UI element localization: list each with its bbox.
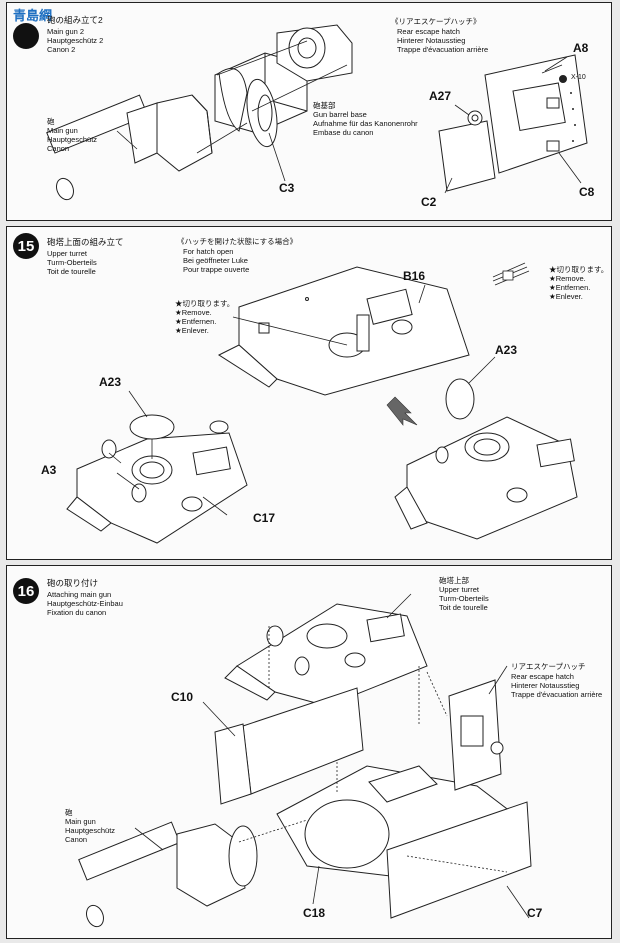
step-16-heading-jp: 砲の取り付け xyxy=(47,578,99,588)
remove-note-2-en: ★Remove. xyxy=(549,274,586,283)
rear-hatch-label-fr: Trappe d'évacuation arrière xyxy=(511,690,603,699)
main-gun-label-jp: 砲 xyxy=(47,117,55,126)
step-14-heading-fr: Canon 2 xyxy=(47,45,76,54)
part-a23-left-label: A23 xyxy=(99,375,122,389)
barrel-base-label-jp: 砲基部 xyxy=(313,101,336,110)
main-gun-label-de: Hauptgeschütz xyxy=(47,135,98,144)
step-16-heading-en: Attaching main gun xyxy=(47,590,112,599)
remove-note-2-jp: ★切り取ります。 xyxy=(549,265,609,274)
rear-plate-c7-shape xyxy=(386,801,532,919)
step-14-heading-en: Main gun 2 xyxy=(47,27,85,36)
part-c3-label: C3 xyxy=(279,181,295,195)
step-15-heading-en: Upper turret xyxy=(47,249,88,258)
remove-note-en: ★Remove. xyxy=(175,308,212,317)
main-gun-label-fr: Canon xyxy=(47,144,70,153)
step-16-heading-fr: Fixation du canon xyxy=(47,608,107,617)
hatch-label-en: Rear escape hatch xyxy=(397,27,460,36)
watermark-logo: 青島網 xyxy=(13,9,53,24)
part-c18-label: C18 xyxy=(303,906,326,920)
part-b16-label: B16 xyxy=(403,269,426,283)
cupola-hatch-shape xyxy=(129,414,175,440)
hatch-label-de: Hinterer Notausstieg xyxy=(397,36,466,45)
remove-note-de: ★Entfernen. xyxy=(175,317,217,326)
gun-mantlet-shape xyxy=(156,94,213,172)
main-gun-barrel-shape xyxy=(78,821,181,881)
remove-note-fr: ★Enlever. xyxy=(175,326,209,335)
step-15-heading-jp: 砲塔上面の組み立て xyxy=(47,237,124,247)
step-15-badge: 15 xyxy=(13,233,39,259)
part-a8-label: A8 xyxy=(573,41,589,55)
hatch-open-label-en: For hatch open xyxy=(183,247,234,256)
hatch-open-label-de: Bei geöffneter Luke xyxy=(183,256,248,265)
rear-hatch-label-jp: リアエスケープハッチ xyxy=(511,662,586,671)
part-c10-label: C10 xyxy=(171,690,194,704)
remove-note-2-de: ★Entfernen. xyxy=(549,283,591,292)
remove-note-jp: ★切り取ります。 xyxy=(175,299,235,308)
hatch-label-jp: 《リアエスケープハッチ》 xyxy=(391,17,481,26)
main-gun-16-label-fr: Canon xyxy=(65,835,88,844)
part-c7-label: C7 xyxy=(527,906,543,920)
part-a3-label: A3 xyxy=(41,463,57,477)
part-x10-label: X-10 xyxy=(571,74,586,81)
step-16-badge: 16 xyxy=(13,578,39,604)
step-16-illustration xyxy=(78,593,532,928)
rear-hatch-label-de: Hinterer Notausstieg xyxy=(511,681,580,690)
hatch-open-label-jp: 《ハッチを開けた状態にする場合》 xyxy=(177,237,298,246)
main-gun-mantlet-shape xyxy=(176,823,246,907)
part-a27-label: A27 xyxy=(429,89,452,103)
step-16-panel: 16 砲の取り付け Attaching main gun Hauptgeschü… xyxy=(6,565,612,939)
upper-turret-label-de: Turm-Oberteils xyxy=(439,594,489,603)
main-gun-16-label-en: Main gun xyxy=(65,817,96,826)
part-c8-label: C8 xyxy=(579,185,595,199)
remove-note-2-fr: ★Enlever. xyxy=(549,292,583,301)
part-c17-label: C17 xyxy=(253,511,276,525)
step-16-heading-de: Hauptgeschütz-Einbau xyxy=(47,599,123,608)
part-c2-label: C2 xyxy=(421,195,437,209)
part-a23-right-label: A23 xyxy=(495,343,518,357)
sprue-cut-shape xyxy=(492,262,530,286)
main-gun-16-label-jp: 砲 xyxy=(65,808,73,817)
barrel-base-label-en: Gun barrel base xyxy=(313,110,367,119)
step-14-illustration xyxy=(46,24,588,201)
upper-turret-label-en: Upper turret xyxy=(439,585,480,594)
step-15-heading-de: Turm-Oberteils xyxy=(47,258,97,267)
upper-turret-label-fr: Toit de tourelle xyxy=(439,603,488,612)
direction-arrow-shape xyxy=(386,396,418,426)
upper-turret-label-jp: 砲塔上部 xyxy=(439,576,469,585)
rear-hatch-label-en: Rear escape hatch xyxy=(511,672,574,681)
step-14-heading-de: Hauptgeschütz 2 xyxy=(47,36,104,45)
open-hatch-shape xyxy=(445,378,475,420)
hatch-label-fr: Trappe d'évacuation arrière xyxy=(397,45,489,54)
step-number-badge xyxy=(13,23,39,49)
gun-barrel-shape xyxy=(46,94,149,154)
step-14-panel: 青島網 砲の組み立て2 Main gun 2 Hauptgeschütz 2 C… xyxy=(6,2,612,221)
barrel-base-label-fr: Embase du canon xyxy=(313,128,374,137)
barrel-base-label-de: Aufnahme für das Kanonenrohr xyxy=(313,119,418,128)
step-15-panel: 15 砲塔上面の組み立て Upper turret Turm-Oberteils… xyxy=(6,226,612,560)
step-14-heading-jp: 砲の組み立て2 xyxy=(47,15,103,25)
step-15-illustration xyxy=(66,262,578,544)
main-gun-label-en: Main gun xyxy=(47,126,78,135)
hatch-door-shape xyxy=(438,120,496,192)
step-15-heading-fr: Toit de tourelle xyxy=(47,267,96,276)
main-gun-16-label-de: Hauptgeschütz xyxy=(65,826,116,835)
hatch-open-label-fr: Pour trappe ouverte xyxy=(183,265,250,274)
